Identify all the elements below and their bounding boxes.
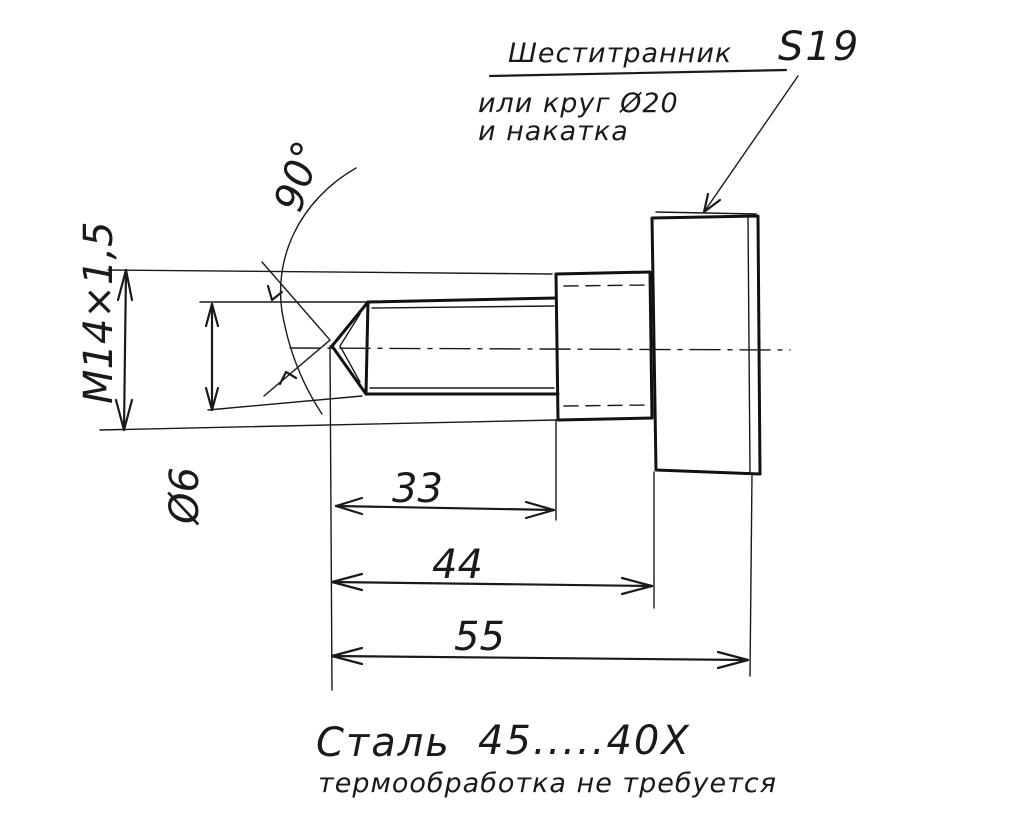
neck-hidden-bottom (563, 404, 651, 407)
tip-cone (330, 300, 370, 396)
tip-inner (339, 313, 361, 383)
annotations: Шеститранник S19 или круг Ø20 и накатка … (76, 24, 860, 799)
neck-outline (554, 270, 654, 422)
head-outline (650, 214, 762, 476)
center-line (289, 347, 791, 351)
len-neck-label: 44 (432, 542, 483, 588)
len-thread-label: 33 (392, 466, 443, 512)
diameter-label: Ø6 (162, 467, 208, 526)
material-grade: 45.....40X (478, 718, 691, 764)
shank-outline (364, 296, 560, 396)
material-steel: Сталь (316, 720, 451, 766)
heat-treatment-note: термообработка не требуется (318, 768, 777, 799)
hex-label: Шеститранник (508, 38, 732, 69)
angle-label: 90° (266, 135, 332, 217)
dimension-lines (114, 68, 799, 670)
thread-label: M14×1,5 (76, 221, 122, 404)
alt-round-note: или круг Ø20 (478, 88, 679, 119)
len-total-label: 55 (454, 614, 505, 660)
knurl-note: и накатка (478, 116, 629, 147)
extension-lines (99, 269, 753, 691)
neck-hidden-top (563, 284, 651, 287)
head-inner-edge (747, 217, 751, 473)
head-top-edge (655, 211, 757, 215)
part-outline (289, 211, 791, 476)
hex-size: S19 (778, 24, 860, 70)
shank-thread-top (371, 305, 555, 309)
